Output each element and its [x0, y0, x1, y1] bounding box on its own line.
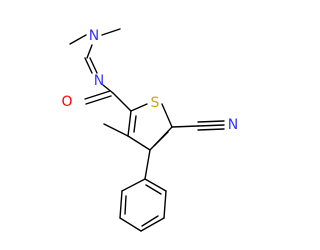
bond-amidine-double-b [89, 57, 98, 74]
bond-carbonyl-double-b [85, 95, 112, 105]
atom-labels: N N O S N [61, 28, 238, 133]
bond-c4-c3 [127, 135, 151, 151]
bond-n-methyl-right [101, 28, 121, 36]
carbonyl-oxygen-label: O [61, 94, 72, 110]
bond-phenyl-4 [140, 217, 165, 232]
bond-c3-c2 [127, 110, 132, 137]
nitrile-nitrogen-label: N [228, 117, 238, 133]
bond-phenyl-6 [144, 178, 167, 192]
bond-c5-nitrile-carbon [171, 125, 199, 128]
bond-nitrile-triple-a [197, 124, 225, 127]
bond-nitrile-triple-c [197, 128, 225, 131]
bond-phenyl-1 [121, 178, 146, 192]
bond-c3-c2-inner [133, 115, 137, 133]
bond-c4-c5-inner [153, 131, 169, 147]
bond-amidine-double-a [84, 57, 93, 74]
bond-imine-n-carbonyl [102, 84, 114, 94]
bond-carbonyl-ring [112, 92, 132, 112]
bond-phenyl-2 [119, 190, 123, 219]
bond-phenyl-inner-3 [145, 184, 162, 195]
bond-n-amidine-carbon [86, 44, 93, 59]
bond-c3-methyl [103, 123, 129, 137]
bond-phenyl-inner-1 [124, 195, 127, 215]
bond-phenyl-3 [119, 217, 142, 232]
bond-methyl-left-n [69, 34, 87, 45]
imine-nitrogen-label: N [94, 73, 104, 89]
bond-c4-phenyl [144, 149, 151, 180]
bond-s-c5 [161, 103, 173, 128]
bond-nitrile-triple-b [197, 120, 225, 123]
amine-nitrogen-label: N [89, 28, 99, 44]
bonds [69, 28, 225, 232]
ring-sulfur-label: S [151, 95, 160, 111]
bond-phenyl-inner-2 [141, 215, 159, 227]
chemical-structure: N N O S N [61, 28, 238, 232]
bond-phenyl-5 [163, 190, 167, 219]
bond-c2-s [130, 103, 148, 112]
bond-carbonyl-double-a [84, 90, 111, 100]
